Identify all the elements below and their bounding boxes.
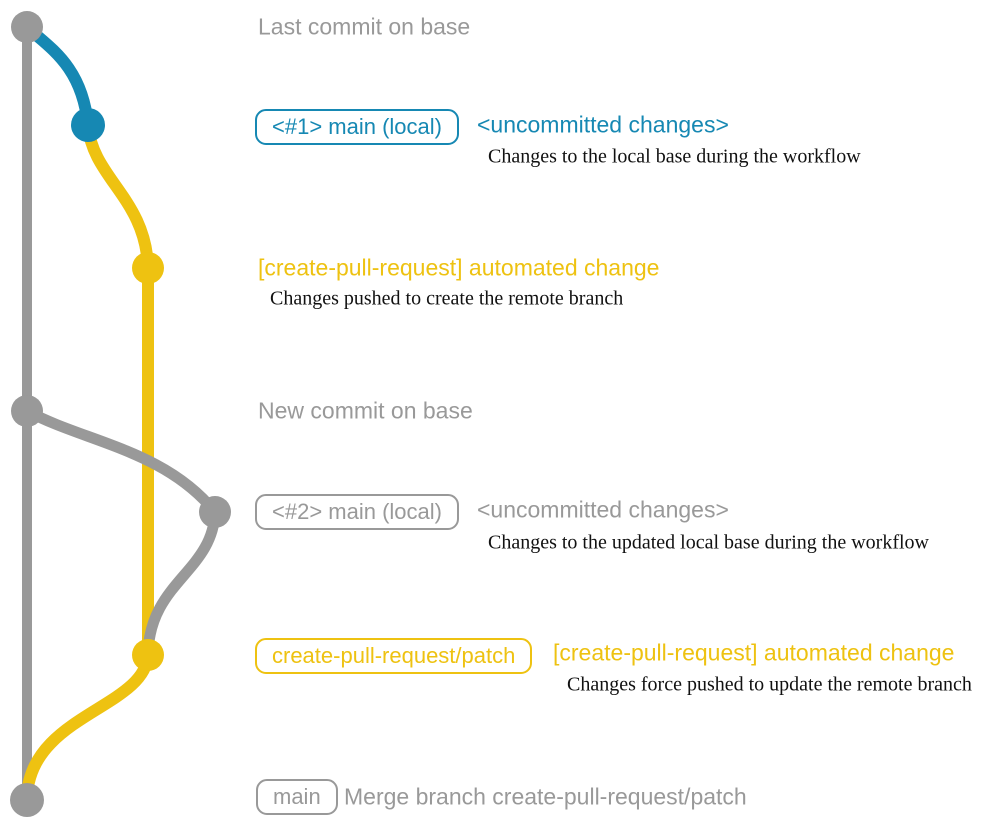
commit-dot-merge	[10, 783, 44, 817]
edge-local-main-2-to-patch	[142, 506, 221, 661]
local-main-2-status: <uncommitted changes>	[477, 496, 729, 523]
commit-dot-new-base	[11, 395, 43, 427]
local-main-2-desc: Changes to the updated local base during…	[488, 531, 929, 554]
commit-dot-automated-change-1	[132, 252, 164, 284]
edge-base-to-local-main-1	[21, 21, 94, 131]
automated-change-1-desc: Changes pushed to create the remote bran…	[270, 287, 624, 310]
edge-new-base-to-local-main-2	[21, 405, 221, 518]
edge-patch-to-merge	[21, 649, 154, 803]
commit-dot-local-main-1	[71, 108, 105, 142]
commit-dot-automated-change-2	[132, 639, 164, 671]
main-badge: main	[256, 779, 338, 815]
new-commit-label: New commit on base	[258, 397, 473, 424]
local-main-2-badge-label: <#2> main (local)	[255, 494, 459, 530]
local-main-1-status: <uncommitted changes>	[477, 111, 729, 138]
local-main-2-badge: <#2> main (local)	[255, 494, 459, 530]
local-main-1-badge-label: <#1> main (local)	[255, 109, 459, 145]
last-commit-label: Last commit on base	[258, 13, 471, 40]
automated-change-2-title: [create-pull-request] automated change	[553, 639, 955, 666]
patch-branch-badge: create-pull-request/patch	[255, 638, 533, 674]
local-main-1-badge: <#1> main (local)	[255, 109, 459, 145]
commit-dot-local-main-2	[199, 496, 231, 528]
automated-change-1-title: [create-pull-request] automated change	[258, 254, 660, 281]
patch-branch-badge-label: create-pull-request/patch	[255, 638, 533, 674]
local-main-1-desc: Changes to the local base during the wor…	[488, 145, 861, 168]
automated-change-2-desc: Changes force pushed to update the remot…	[567, 673, 972, 696]
edge-local-main-1-to-patch	[82, 119, 154, 274]
merge-message: Merge branch create-pull-request/patch	[344, 783, 747, 810]
main-badge-label: main	[256, 779, 338, 815]
commit-dot-last-base	[11, 11, 43, 43]
